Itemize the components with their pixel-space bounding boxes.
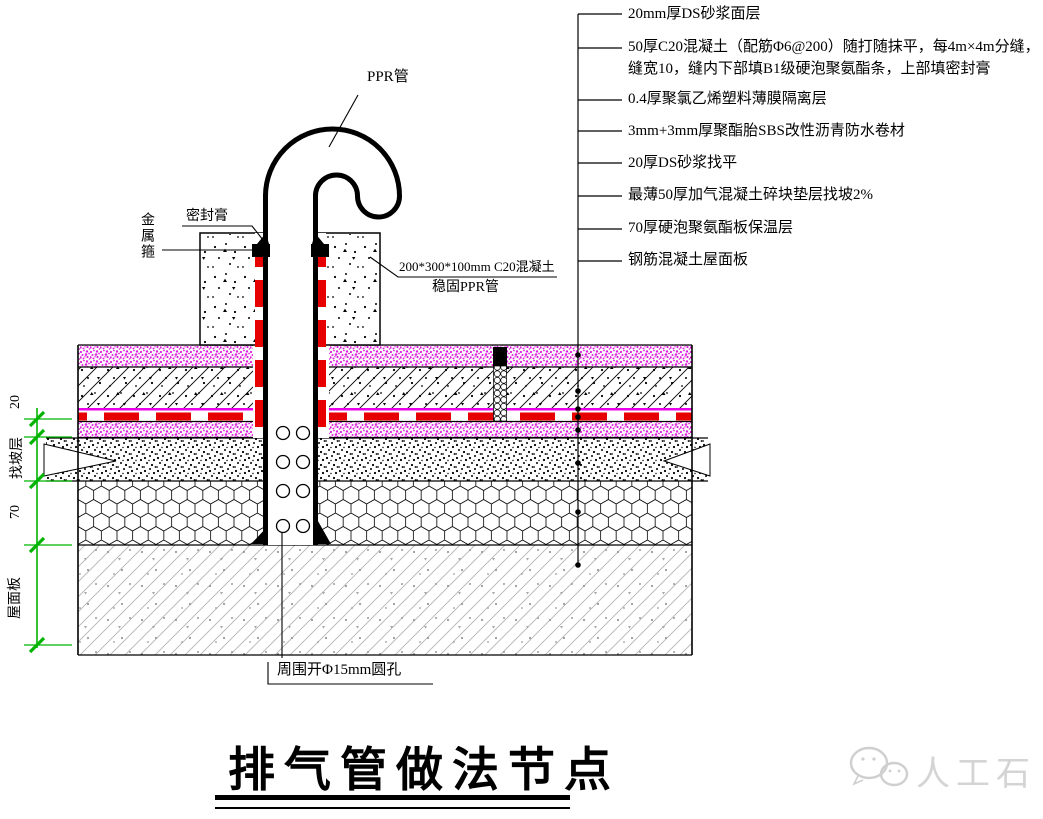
watermark-text: 人工石 <box>916 755 1036 793</box>
drawing-title: 排气管做法节点 <box>228 745 620 797</box>
roof-layer-stack <box>43 344 711 656</box>
callout-sealant: 密封膏 <box>186 209 228 224</box>
layer-label-sbs-membrane: 3mm+3mm厚聚酯胎SBS改性沥青防水卷材 <box>628 123 905 139</box>
dim-label-20: 20 <box>8 395 23 409</box>
callout-metal-clamp: 金属箍 <box>139 212 154 260</box>
dim-label-slope: 找坡层 <box>10 437 25 479</box>
dim-label-roof-slab: 屋面板 <box>8 577 23 619</box>
pipe-flashing <box>255 233 326 437</box>
dim-label-70: 70 <box>8 505 23 519</box>
title-underline <box>215 795 570 809</box>
callout-anchor-block-line1: 200*300*100mm C20混凝土 <box>399 259 555 274</box>
drain-holes <box>275 425 311 534</box>
layer-label-roof-slab: 钢筋混凝土屋面板 <box>628 252 749 268</box>
layer-label-c20-line1: 50厚C20混凝土（配筋Φ6@200）随打随抹平，每4m×4m分缝， <box>628 39 1040 55</box>
pipe-base-wedges <box>251 514 331 544</box>
callout-ppr-pipe: PPR管 <box>367 69 409 85</box>
callout-drain-holes: 周围开Φ15mm圆孔 <box>277 662 402 678</box>
layer-label-insulation: 70厚硬泡聚氨酯板保温层 <box>628 220 794 236</box>
wechat-logo-icon <box>849 746 909 787</box>
layer-label-leveling: 20厚DS砂浆找平 <box>628 155 738 171</box>
layer-label-pvc-film: 0.4厚聚氯乙烯塑料薄膜隔离层 <box>628 91 827 107</box>
layer-label-cushion: 最薄50厚加气混凝土碎块垫层找坡2% <box>628 187 873 203</box>
dividing-joint <box>493 347 507 422</box>
dimension-chain <box>24 408 72 654</box>
layer-leader-dots <box>575 352 581 568</box>
layer-label-c20-line2: 缝宽10，缝内下部填B1级硬泡聚氨酯条，上部填密封膏 <box>628 61 991 77</box>
sealant-shapes <box>257 233 324 244</box>
callout-leaders <box>162 94 557 685</box>
ppr-pipe-walls <box>263 194 318 545</box>
layer-leader-lines <box>577 13 622 566</box>
gooseneck-bend <box>263 126 402 220</box>
callout-anchor-block-line2: 稳固PPR管 <box>432 280 499 295</box>
metal-clamp-shapes <box>252 244 329 257</box>
layer-label-face-mortar: 20mm厚DS砂浆面层 <box>628 6 761 22</box>
